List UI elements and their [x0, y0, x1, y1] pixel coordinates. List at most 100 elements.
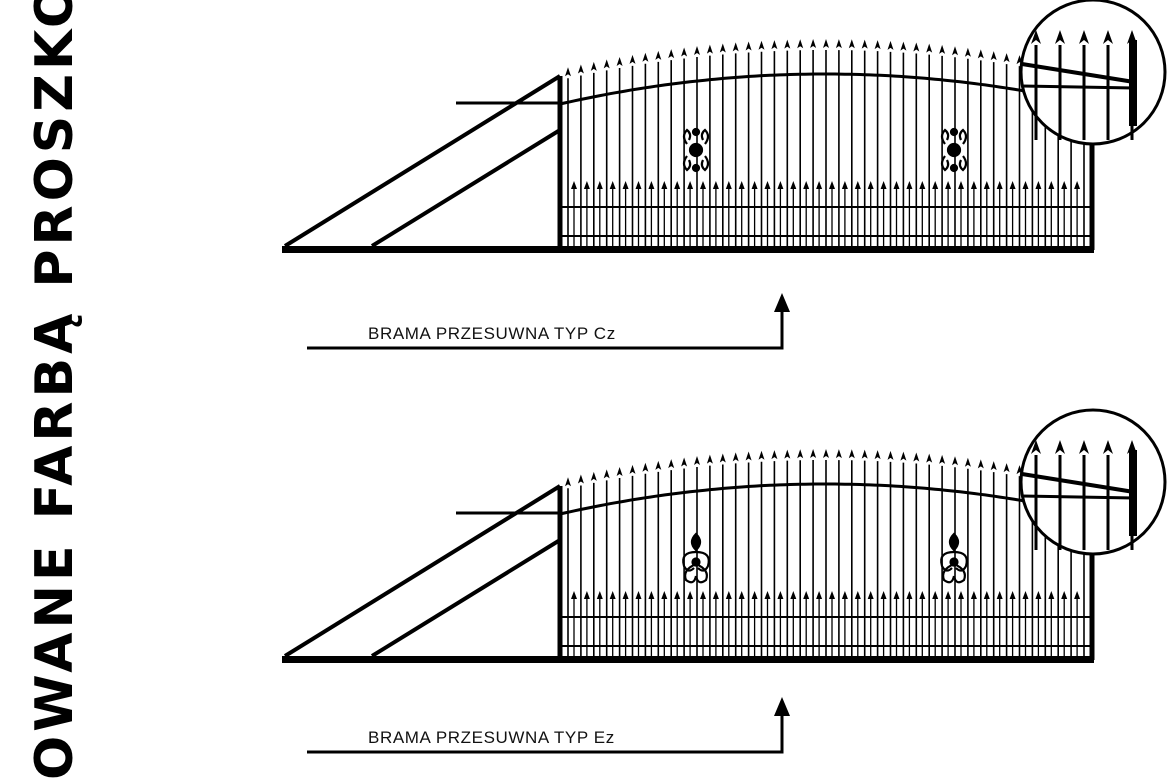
- picket-spear: [1003, 53, 1010, 63]
- short-picket-spear: [1022, 591, 1029, 599]
- short-picket-spear: [609, 181, 616, 189]
- picket-spear: [848, 449, 855, 459]
- ornament-scroll-bottom: [940, 155, 968, 172]
- picket-spear: [719, 453, 726, 463]
- picket-spear: [887, 450, 894, 460]
- ornament-scroll-upper: [940, 550, 968, 572]
- gate-label-cz: BRAMA PRZESUWNA TYP Cz: [368, 324, 616, 343]
- detail-rail-upper: [1021, 62, 1135, 84]
- picket-spear: [745, 451, 752, 461]
- picket-spear: [681, 457, 688, 467]
- picket-spear: [913, 452, 920, 462]
- arrow-shaft: [307, 709, 784, 754]
- picket-spear: [565, 477, 571, 487]
- short-picket-spear: [674, 181, 681, 189]
- ornament-dot-top: [691, 127, 701, 137]
- short-picket-spear: [635, 181, 642, 189]
- short-picket-spear: [996, 591, 1003, 599]
- picket-spear: [655, 460, 662, 470]
- short-picket-spear: [777, 591, 784, 599]
- detail-spear: [1031, 440, 1041, 454]
- short-picket-spear: [687, 181, 694, 189]
- short-picket-spear: [970, 591, 977, 599]
- picket-spear: [861, 449, 868, 459]
- arrow-head: [774, 697, 790, 716]
- detail-spear: [1103, 30, 1113, 44]
- short-picket-spear: [764, 181, 771, 189]
- short-picket-spear: [945, 181, 952, 189]
- ornament: [682, 532, 710, 584]
- short-picket-spear: [764, 591, 771, 599]
- short-picket-spear: [700, 591, 706, 599]
- short-picket-spear: [635, 591, 642, 599]
- detail-post: [1129, 40, 1137, 126]
- short-picket-spear: [790, 591, 797, 599]
- ornament-scroll-upper: [682, 550, 710, 572]
- ornament-scroll-top: [940, 128, 968, 145]
- short-picket-spear: [919, 181, 926, 189]
- picket-spear: [706, 44, 713, 54]
- short-picket-spear: [571, 181, 577, 189]
- picket-spear: [694, 455, 700, 465]
- ornament-flame: [948, 532, 960, 552]
- picket-spear: [913, 42, 920, 52]
- picket-spear: [771, 450, 778, 460]
- detail-post: [1129, 450, 1137, 536]
- picket-spear: [590, 61, 597, 71]
- detail-spear: [1055, 440, 1065, 454]
- short-picket-spear: [661, 181, 668, 189]
- picket-spear: [603, 469, 610, 479]
- short-picket-spear: [880, 591, 887, 599]
- short-picket-spear: [622, 591, 629, 599]
- detail-circle: [1019, 0, 1167, 146]
- short-picket-spear: [996, 181, 1003, 189]
- detail-rail-lower: [1021, 84, 1135, 90]
- arched-top-rail: [559, 72, 1091, 106]
- short-picket-spear: [648, 181, 655, 189]
- arched-top-rail: [559, 482, 1091, 516]
- picket-spear: [590, 471, 597, 481]
- picket-spear: [797, 449, 804, 459]
- short-picket-spear: [725, 591, 732, 599]
- ornament: [682, 127, 710, 173]
- picket-spear: [977, 459, 984, 469]
- short-picket-spear: [919, 591, 926, 599]
- ornament-scroll-lower: [942, 562, 966, 584]
- short-picket-spear: [1061, 181, 1068, 189]
- ornament-center: [691, 557, 701, 567]
- picket-spear: [642, 462, 649, 472]
- picket-spear: [900, 451, 907, 461]
- picket-spear: [758, 40, 765, 50]
- short-picket-spear: [945, 591, 952, 599]
- ornament: [940, 127, 968, 173]
- ornament-scroll-bottom: [682, 155, 710, 172]
- picket-spear: [797, 39, 804, 49]
- short-picket-spear: [1022, 181, 1029, 189]
- picket-spear: [1003, 463, 1010, 473]
- short-picket-spear: [829, 181, 835, 189]
- gate-drawing-cz: [282, 0, 1167, 253]
- picket-spear: [668, 459, 675, 469]
- short-picket-spear: [661, 591, 668, 599]
- picket-spear: [823, 449, 829, 459]
- gate-label-ez: BRAMA PRZESUWNA TYP Ez: [368, 728, 615, 747]
- picket-spear: [616, 57, 623, 67]
- picket-spear: [964, 47, 971, 57]
- short-picket-spear: [674, 591, 681, 599]
- picket-spear: [952, 46, 958, 56]
- detail-spear: [1031, 30, 1041, 44]
- short-picket-spear: [841, 591, 848, 599]
- short-picket-spear: [816, 591, 823, 599]
- short-picket-spear: [1061, 591, 1068, 599]
- short-picket-spear: [958, 591, 964, 599]
- short-picket-spear: [983, 591, 990, 599]
- short-picket-spear: [970, 181, 977, 189]
- picket-spear: [977, 49, 984, 59]
- picket-spear: [732, 452, 739, 462]
- ornament-rosette: [688, 142, 704, 158]
- detail-spear: [1079, 30, 1089, 44]
- short-picket-spear: [816, 181, 823, 189]
- detail-callout: [1019, 408, 1167, 556]
- ornament-dot-top: [949, 127, 959, 137]
- short-picket-spear: [867, 181, 874, 189]
